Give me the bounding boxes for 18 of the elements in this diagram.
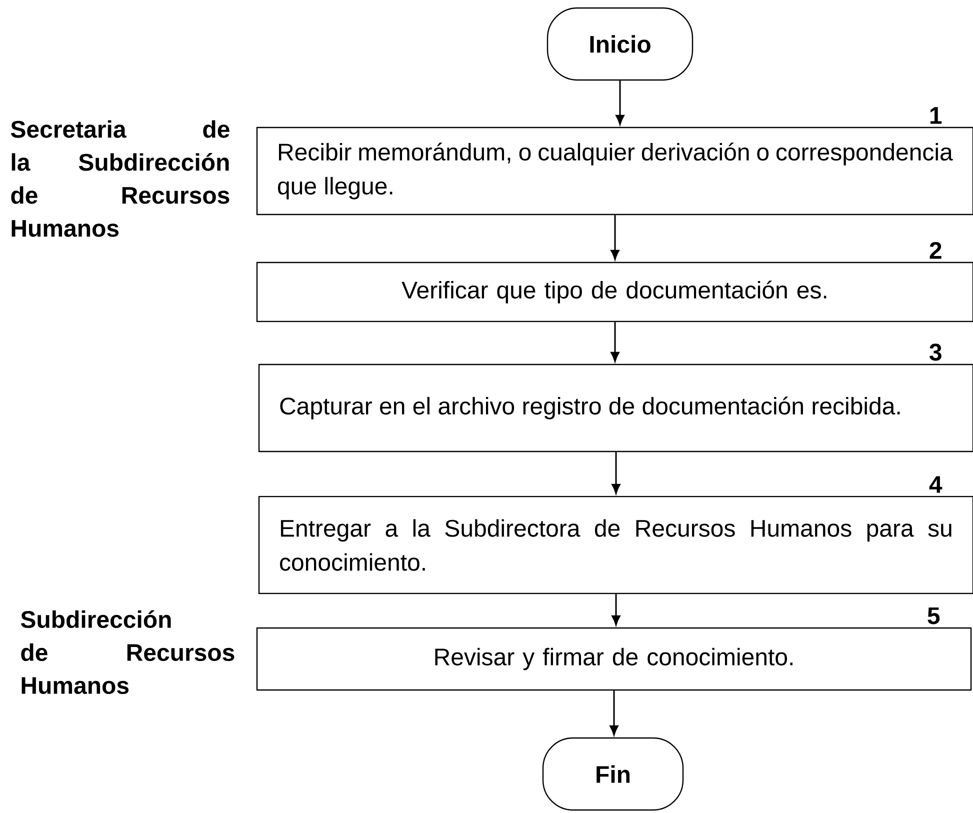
step-number: 5: [928, 607, 940, 624]
step-number: 4: [929, 476, 942, 493]
role-label: Secretaria de la Subdirección de Recursos Humanos: [10, 120, 230, 237]
step-number: 1: [930, 107, 942, 124]
process-box: Revisar y firmar de conocimiento.: [256, 627, 972, 691]
arrow: [612, 594, 620, 626]
process-box: Verificar que tipo de documentación es.: [256, 262, 973, 322]
arrow: [612, 452, 620, 494]
process-box: Recibir memorándum, o cualquier derivación o correspondencia que llegue.: [256, 126, 973, 216]
role-label: Subdirección de Recursos Humanos: [20, 610, 234, 694]
arrow: [610, 322, 620, 362]
arrow: [616, 80, 624, 125]
process-box: Capturar en el archivo registro de documentación recibida.: [258, 364, 973, 452]
arrow: [610, 690, 618, 736]
step-number: 2: [930, 242, 942, 259]
process-box: Entregar a la Subdirectora de Recursos Humanos para su conocimiento.: [258, 496, 973, 594]
arrow: [610, 215, 620, 260]
step-number: 3: [930, 344, 942, 361]
